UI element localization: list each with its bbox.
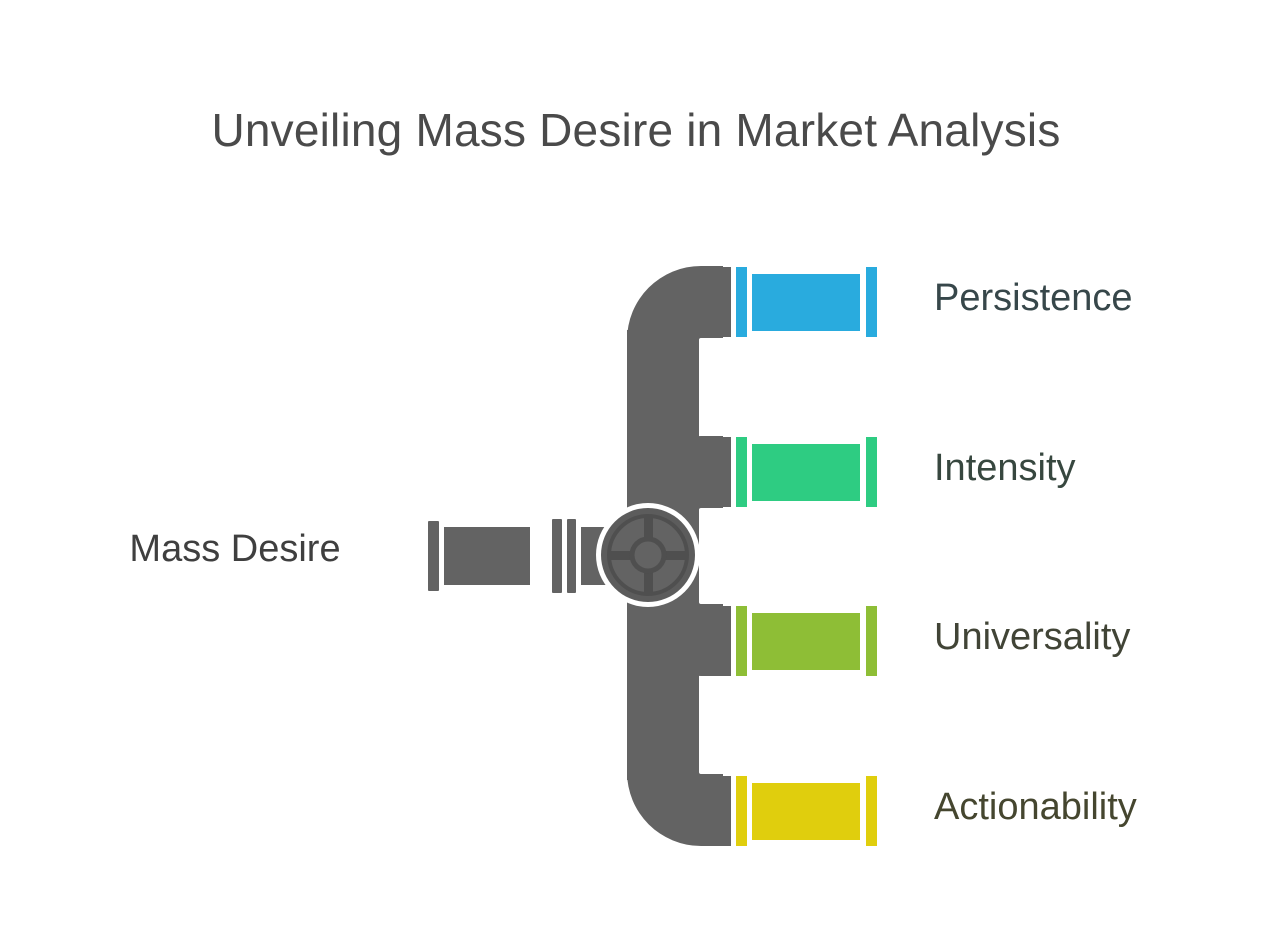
pipe-segment-universality [720,606,877,676]
segment-gray-flange-actionability [720,776,731,846]
segment-color-bar-right-universality [866,606,877,676]
branch-label-intensity: Intensity [934,447,1076,489]
segment-color-body-universality [752,613,860,670]
segment-color-body-persistence [752,274,860,331]
pipe-segment-persistence [720,267,877,337]
segment-gray-flange-intensity [720,437,731,507]
inlet-flange-bar-2 [567,519,576,593]
segment-gray-flange-universality [720,606,731,676]
segment-color-bar-left-intensity [736,437,747,507]
segment-color-body-intensity [752,444,860,501]
segment-color-bar-right-persistence [866,267,877,337]
segment-gray-flange-persistence [720,267,731,337]
segment-color-bar-right-actionability [866,776,877,846]
segment-color-body-actionability [752,783,860,840]
branch-label-persistence: Persistence [934,277,1133,319]
segment-color-bar-left-universality [736,606,747,676]
inlet-flange-bar-1 [552,519,562,593]
page-title: Unveiling Mass Desire in Market Analysis [211,104,1061,156]
branch-label-universality: Universality [934,616,1131,658]
segment-color-bar-left-actionability [736,776,747,846]
inlet-pipe-group [428,519,621,593]
inlet-end-flange [428,521,439,591]
segment-color-bar-left-persistence [736,267,747,337]
source-node-label: Mass Desire [129,528,341,570]
pipe-segment-intensity [720,437,877,507]
segment-color-bar-right-intensity [866,437,877,507]
branch-label-actionability: Actionability [934,786,1137,828]
pipe-segment-actionability [720,776,877,846]
valve-wheel-icon [596,503,700,607]
inlet-pipe-body [444,527,530,585]
